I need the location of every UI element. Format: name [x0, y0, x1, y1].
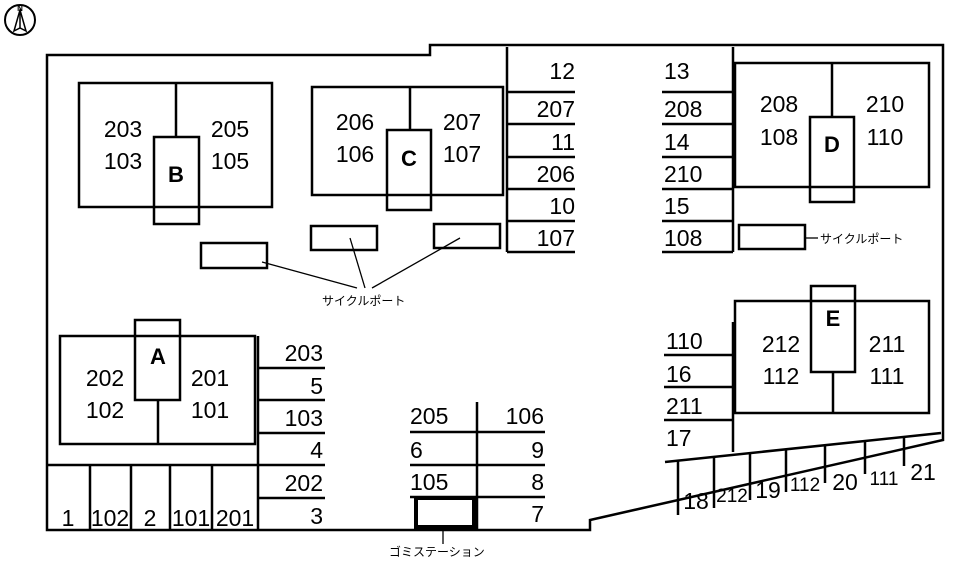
parking-label: 20: [832, 469, 858, 495]
parking-label: 18: [683, 488, 709, 514]
property-boundary: [45, 43, 945, 532]
parking-label: 102: [91, 505, 129, 531]
cycle-port-label: サイクルポート: [322, 294, 405, 308]
parking-label: 211: [666, 393, 703, 419]
parking-center-block: 205 6 105 106 9 8 7: [410, 403, 544, 527]
parking-label: 2: [144, 505, 157, 531]
building-b-labels: 203 103 205 105 B: [104, 116, 249, 187]
parking-label: 101: [172, 505, 210, 531]
unit-label: 107: [443, 141, 481, 167]
unit-label: 207: [443, 109, 481, 135]
parking-label: 6: [410, 437, 423, 463]
parking-label: 103: [285, 405, 323, 431]
unit-label: 212: [762, 331, 800, 357]
unit-label: 105: [211, 148, 249, 174]
building-letter: D: [824, 132, 840, 157]
parking-label: 7: [531, 501, 544, 527]
parking-label: 112: [790, 475, 820, 496]
parking-label: 16: [666, 361, 692, 387]
parking-right-mid-column: 110 16 211 17: [666, 328, 703, 451]
parking-label: 110: [666, 328, 703, 354]
parking-label: 13: [664, 58, 690, 84]
parking-label: 1: [62, 505, 75, 531]
cycle-port-2: [309, 224, 379, 252]
unit-label: 101: [191, 397, 229, 423]
parking-label: 106: [506, 403, 544, 429]
parking-label: 201: [216, 505, 254, 531]
parking-label: 9: [531, 437, 544, 463]
unit-label: 211: [869, 331, 906, 357]
unit-label: 202: [86, 365, 124, 391]
parking-bottom-left-row: 1 102 2 101 201: [62, 505, 255, 531]
unit-label: 106: [336, 141, 374, 167]
parking-label: 17: [666, 425, 692, 451]
parking-label: 15: [664, 193, 690, 219]
parking-label: 14: [664, 129, 690, 155]
north-label: N: [17, 4, 23, 13]
parking-label: 3: [310, 503, 323, 529]
parking-right-top-column: 13 208 14 210 15 108: [664, 58, 702, 251]
parking-label: 8: [531, 469, 544, 495]
garbage-station-label: ゴミステーション: [389, 544, 485, 559]
building-letter: A: [150, 344, 166, 369]
building-b-core: [152, 135, 201, 226]
building-c-core: [385, 128, 433, 212]
parking-left-mid-column: 203 5 103 4 202 3: [285, 340, 324, 529]
unit-label: 112: [763, 363, 800, 389]
parking-label: 108: [664, 225, 702, 251]
cycle-port-1: [199, 241, 269, 270]
parking-bottom-right-row: 18 212 19 112 20 111 21: [683, 459, 936, 514]
parking-label: 203: [285, 340, 323, 366]
parking-label: 202: [285, 470, 323, 496]
parking-label: 4: [310, 437, 323, 463]
parking-label: 206: [537, 161, 575, 187]
parking-label: 19: [755, 477, 781, 503]
unit-label: 206: [336, 109, 374, 135]
building-e-labels: 212 112 211 111 E: [762, 306, 906, 389]
unit-label: 110: [867, 124, 904, 150]
cycle-port-label-right: サイクルポート: [820, 232, 903, 246]
unit-label: 102: [86, 397, 124, 423]
building-c-outline: [310, 85, 505, 197]
parking-label: 10: [549, 193, 575, 219]
building-letter: B: [168, 162, 184, 187]
parking-label: 11: [551, 129, 575, 155]
north-arrow-icon: N: [4, 4, 36, 36]
building-d-core: [808, 115, 856, 204]
parking-label: 212: [716, 486, 748, 507]
parking-label: 208: [664, 96, 702, 122]
parking-label: 105: [410, 469, 448, 495]
building-a-labels: 202 102 201 101 A: [86, 344, 229, 423]
parking-label: 107: [537, 225, 575, 251]
building-letter: E: [826, 306, 841, 331]
unit-label: 201: [191, 365, 229, 391]
parking-label: 207: [537, 96, 575, 122]
parking-label: 5: [310, 373, 323, 399]
parking-label: 205: [410, 403, 448, 429]
unit-label: 111: [870, 363, 905, 389]
unit-label: 203: [104, 116, 142, 142]
cycle-port-4: [737, 223, 807, 251]
parking-label: 21: [910, 459, 936, 485]
unit-label: 208: [760, 91, 798, 117]
building-c-labels: 206 106 207 107 C: [336, 109, 481, 171]
parking-label: 210: [664, 161, 702, 187]
unit-label: 103: [104, 148, 142, 174]
building-letter: C: [401, 146, 417, 171]
unit-label: 210: [866, 91, 904, 117]
parking-label: 111: [870, 469, 899, 490]
cycle-port-3: [432, 222, 502, 250]
parking-center-column: 12 207 11 206 10 107: [537, 58, 575, 251]
building-d-labels: 208 108 210 110 D: [760, 91, 904, 157]
unit-label: 205: [211, 116, 249, 142]
parking-label: 12: [549, 58, 575, 84]
garbage-station-box: [414, 496, 476, 529]
unit-label: 108: [760, 124, 798, 150]
